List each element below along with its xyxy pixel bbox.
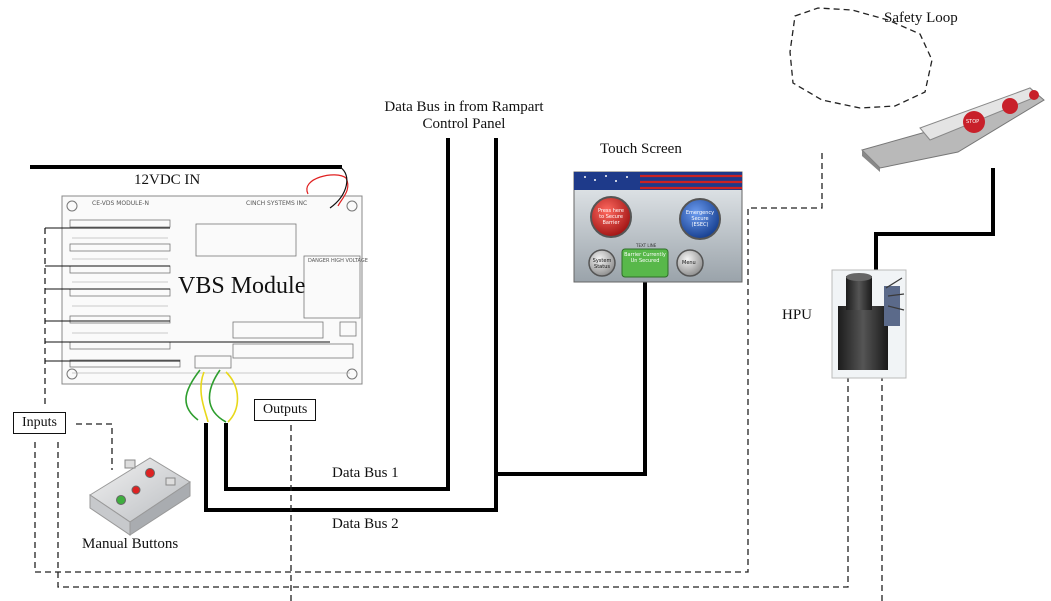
manual-buttons-label: Manual Buttons [82,536,179,552]
power-in-label: 12VDC IN [134,172,201,188]
vbs-module-label: VBS Module [178,273,306,299]
data-bus-in-label-line1: Data Bus in from Rampart [384,99,544,115]
board-title-left: CE-VDS MODULE-N [92,200,149,207]
data-bus-2-label: Data Bus 2 [332,516,399,532]
ts-status-text: Barrier Currently Un Secured [624,252,666,264]
data-bus-in-label-line2: Control Panel [422,116,506,132]
board-title-right: CINCH SYSTEMS INC [246,200,308,207]
board-warning: DANGER HIGH VOLTAGE [308,258,368,264]
bus-wires [185,369,239,423]
bus-lines [30,138,995,512]
hpu-return-dashed [57,375,849,588]
data-bus-in-label: Data Bus in from Rampart Control Panel [384,99,544,133]
outputs-label: Outputs [254,399,317,421]
ts-text-line-header: TEXT LINE [636,243,657,248]
power-wires [306,166,349,209]
manual-buttons-image [89,457,191,536]
hpu-image [831,269,907,379]
touch-screen-panel [573,171,743,283]
manual-buttons-dashed [76,423,113,470]
touch-screen-bus-line [494,280,647,476]
ts-secure-button: Press here to Secure Barrier [597,208,624,226]
safety-loop-label: Safety Loop [884,10,958,26]
ts-esec-button: Emergency Secure (ESEC) [685,210,715,228]
dashed-lines [34,7,933,601]
touch-screen-label: Touch Screen [600,141,682,157]
safety-loop-outline [789,7,933,109]
barrier-stop-sign: STOP [966,119,980,125]
hpu-label: HPU [782,307,813,323]
inputs-label: Inputs [13,412,66,434]
barrier-image [861,87,1045,172]
data-bus-1-line [224,138,450,491]
inputs-bottom-loop-dashed [34,150,823,573]
barrier-to-hpu-line [874,168,995,272]
ts-status-button: System Status [592,258,612,270]
ts-menu-button: Menu [682,260,696,266]
data-bus-1-label: Data Bus 1 [332,465,399,481]
data-bus-2-line [204,138,498,512]
